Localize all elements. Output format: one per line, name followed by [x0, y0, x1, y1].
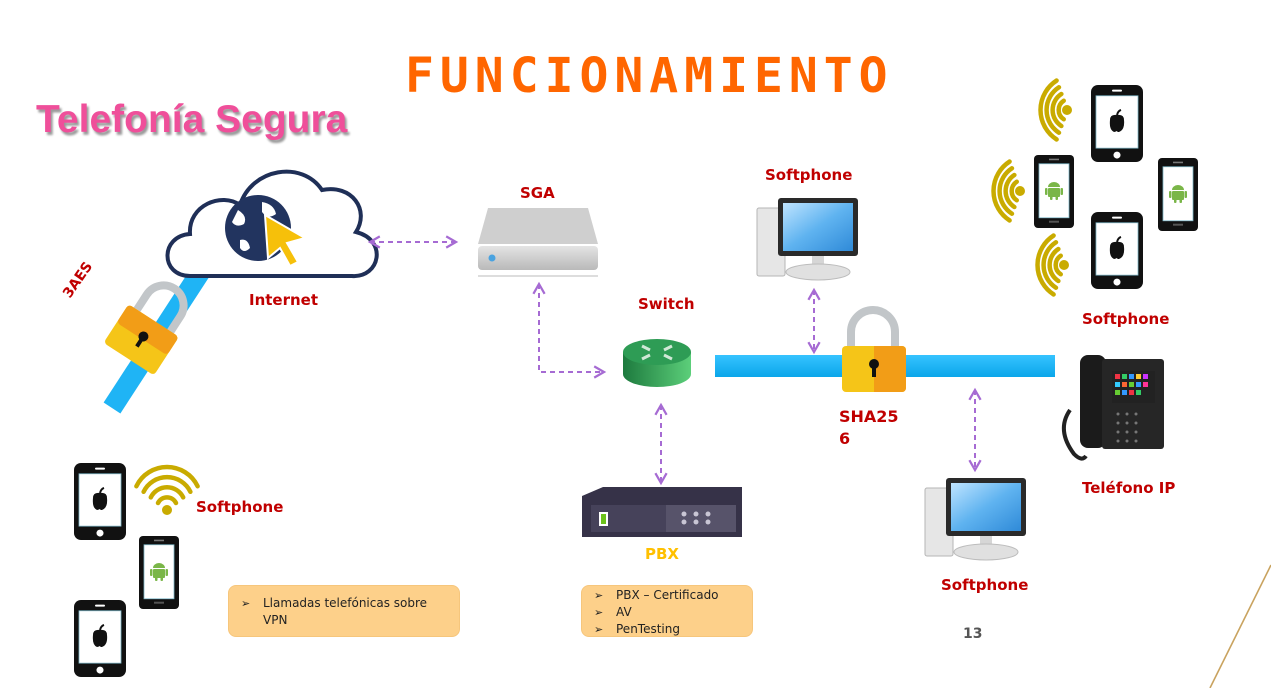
- android-logo-icon: [1169, 185, 1187, 204]
- router-switch-icon: [623, 339, 691, 387]
- desktop-computer-icon: [756, 198, 858, 281]
- label-internet: Internet: [249, 291, 319, 309]
- padlock-icon: [105, 281, 188, 374]
- note-pbx-item: PenTesting: [582, 621, 752, 638]
- iphone-icon: [1091, 85, 1143, 162]
- mobile-softphones-left: [74, 463, 200, 677]
- label-softphone-mobiles-right: Softphone: [1082, 310, 1170, 328]
- apple-logo-icon: [1109, 114, 1125, 132]
- android-phone-icon: [1158, 158, 1198, 231]
- decorative-line: [1209, 564, 1271, 688]
- label-softphone-pc-bottom: Softphone: [941, 576, 1029, 594]
- mobile-softphones-right: [991, 78, 1198, 297]
- padlock-icon: [842, 306, 906, 392]
- server-appliance-icon: [478, 208, 598, 277]
- apple-logo-icon: [92, 629, 108, 647]
- label-softphone-pc-top: Softphone: [765, 166, 853, 184]
- note-vpn: Llamadas telefónicas sobre VPN: [228, 585, 460, 637]
- label-pbx: PBX: [645, 545, 679, 563]
- wifi-signal-icon: [991, 159, 1025, 223]
- wifi-signal-icon: [134, 464, 200, 515]
- connector-sga-switch: [532, 281, 607, 379]
- ip-desk-phone-icon: [1062, 355, 1164, 461]
- label-sha256-line2: 6: [839, 429, 851, 448]
- apple-logo-icon: [1109, 241, 1125, 259]
- android-logo-icon: [150, 563, 168, 582]
- iphone-icon: [74, 600, 126, 677]
- label-sha256-line1: SHA25: [839, 407, 899, 426]
- label-ip-phone: Teléfono IP: [1082, 479, 1176, 497]
- iphone-icon: [1091, 212, 1143, 289]
- android-phone-icon: [139, 536, 179, 609]
- label-switch: Switch: [638, 295, 695, 313]
- desktop-computer-icon: [924, 478, 1026, 561]
- slide-subtitle: Telefonía Segura: [36, 98, 348, 141]
- note-pbx-item: AV: [582, 604, 752, 621]
- slide-title: FUNCIONAMIENTO: [405, 48, 894, 104]
- apple-logo-icon: [92, 492, 108, 510]
- page-number: 13: [963, 626, 983, 642]
- cloud-globe-icon: [165, 169, 379, 279]
- label-sga: SGA: [520, 184, 555, 202]
- wifi-signal-icon: [1038, 78, 1072, 142]
- note-vpn-item: Llamadas telefónicas sobre VPN: [229, 595, 459, 629]
- note-pbx: PBX – Certificado AV PenTesting: [581, 585, 753, 638]
- label-softphone-mobiles-left: Softphone: [196, 498, 284, 516]
- iphone-icon: [74, 463, 126, 540]
- note-pbx-item: PBX – Certificado: [582, 587, 752, 604]
- android-phone-icon: [1034, 155, 1074, 228]
- pbx-box-icon: [582, 487, 742, 537]
- wifi-signal-icon: [1035, 233, 1069, 297]
- android-logo-icon: [1045, 182, 1063, 201]
